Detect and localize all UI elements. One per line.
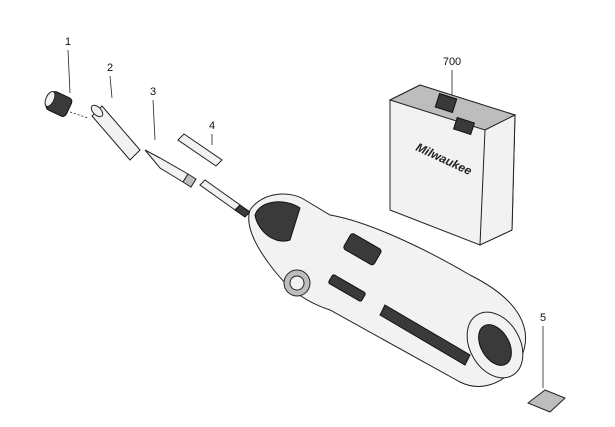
callout-700: 700 [442, 56, 462, 68]
part-soldering-iron-body [248, 193, 527, 387]
callout-1: 1 [64, 36, 72, 48]
part-3-tip [144, 149, 197, 188]
part-700-carrying-case: Milwaukee [388, 84, 517, 246]
callout-4: 4 [208, 120, 216, 132]
callout-5: 5 [539, 312, 547, 324]
leader-line-2 [109, 75, 113, 99]
tool-shaft [199, 179, 251, 218]
part-1-collet-nut [44, 91, 89, 119]
part-2-sleeve [90, 104, 141, 161]
leader-line-1 [67, 49, 71, 94]
part-4-tip [177, 133, 223, 167]
callout-2: 2 [106, 62, 114, 74]
callout-3: 3 [149, 86, 157, 98]
leader-line-3 [152, 99, 156, 141]
part-5-clip [527, 389, 566, 413]
